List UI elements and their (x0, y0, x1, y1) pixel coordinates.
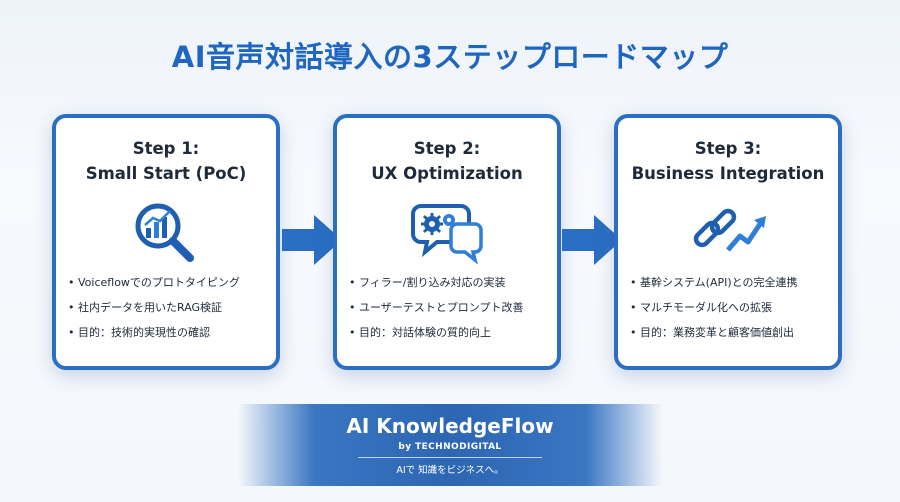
brand-banner: AI KnowledgeFlow by TECHNODIGITAL AIで 知識… (238, 404, 662, 486)
step-subheading: Business Integration (631, 164, 825, 183)
list-item: 基幹システム(API)との完全連携 (630, 276, 840, 290)
step-title: Step 3: Business Integration (618, 136, 838, 186)
step-heading: Step 1: (132, 139, 200, 158)
step-card-1: Step 1: Small Start (PoC) Voiceflowでのプロト… (52, 114, 280, 370)
list-item: フィラー/割り込み対応の実装 (349, 276, 559, 290)
brand-name: AI KnowledgeFlow (346, 414, 554, 438)
link-growth-icon (688, 198, 768, 266)
step-bullets: 基幹システム(API)との完全連携 マルチモーダル化への拡張 目的：業務変革と顧… (630, 276, 840, 351)
chat-gears-icon (407, 198, 487, 266)
list-item: マルチモーダル化への拡張 (630, 301, 840, 315)
step-heading: Step 3: (694, 139, 762, 158)
list-item: 社内データを用いたRAG検証 (68, 301, 278, 315)
step-bullets: Voiceflowでのプロトタイピング 社内データを用いたRAG検証 目的：技術… (68, 276, 278, 351)
list-item: Voiceflowでのプロトタイピング (68, 276, 278, 290)
step-heading: Step 2: (413, 139, 481, 158)
step-card-2: Step 2: UX Optimization フィラー/割り込み対応の実装 ユ… (333, 114, 561, 370)
list-item: ユーザーテストとプロンプト改善 (349, 301, 559, 315)
step-card-3: Step 3: Business Integration 基幹システム(API)… (614, 114, 842, 370)
list-item: 目的：業務変革と顧客価値創出 (630, 326, 840, 340)
magnifier-chart-icon (126, 198, 206, 266)
step-bullets: フィラー/割り込み対応の実装 ユーザーテストとプロンプト改善 目的：対話体験の質… (349, 276, 559, 351)
divider (358, 457, 542, 458)
list-item: 目的：対話体験の質的向上 (349, 326, 559, 340)
step-subheading: UX Optimization (371, 164, 523, 183)
step-title: Step 1: Small Start (PoC) (56, 136, 276, 186)
step-subheading: Small Start (PoC) (85, 164, 247, 183)
list-item: 目的：技術的実現性の確認 (68, 326, 278, 340)
step-title: Step 2: UX Optimization (337, 136, 557, 186)
arrow-right-icon (282, 213, 342, 267)
arrow-right-icon (562, 213, 622, 267)
brand-by: by TECHNODIGITAL (398, 442, 502, 452)
page-title: AI音声対話導入の3ステップロードマップ (171, 40, 729, 74)
brand-tagline: AIで 知識をビジネスへ。 (396, 465, 504, 476)
